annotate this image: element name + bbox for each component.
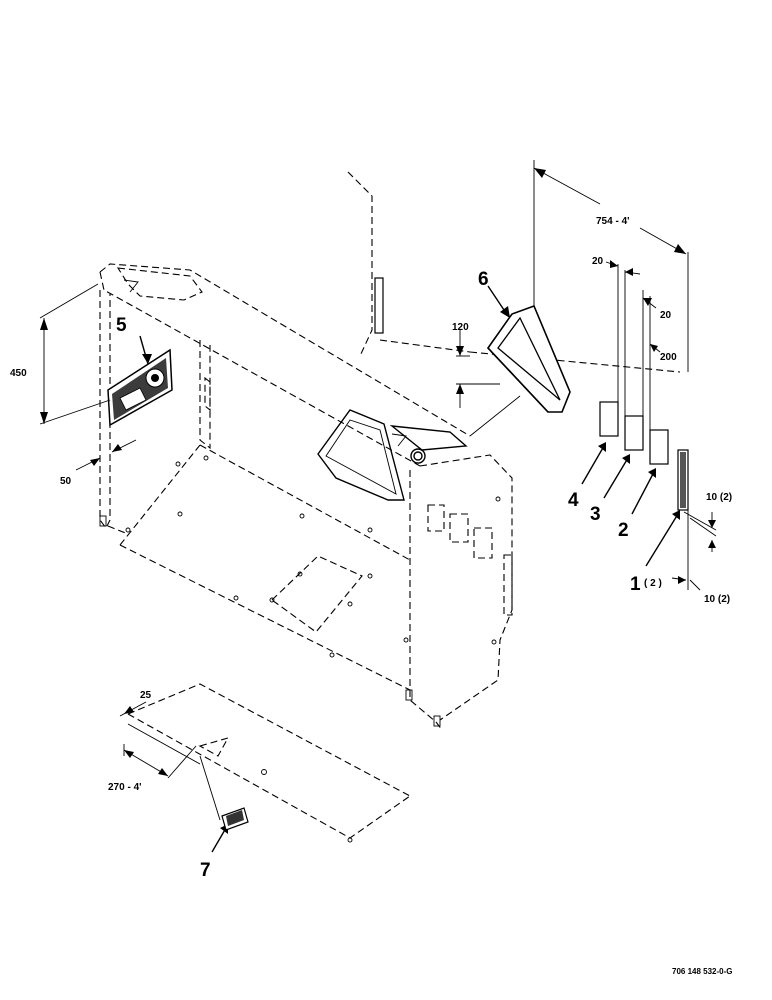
housing-smv-recess <box>317 409 405 501</box>
item-4-decal <box>599 401 619 437</box>
dim-20-lower: 20 <box>660 310 672 321</box>
dim-20-upper: 20 <box>592 256 604 267</box>
item-2-decal <box>649 429 669 465</box>
callout-2: 2 <box>618 520 629 541</box>
item-3-decal <box>624 415 644 451</box>
dim-120: 120 <box>452 322 469 333</box>
callout-labels: 5 6 4 3 2 1 ( 2 ) 7 <box>116 269 662 881</box>
dimension-labels: 754 - 4' 20 20 200 120 450 50 10 (2) 10 … <box>10 216 733 976</box>
dim-450: 450 <box>10 368 27 379</box>
dim-200: 200 <box>660 352 677 363</box>
dimension-lines-upper <box>456 160 689 437</box>
decals-1-4 <box>599 401 689 511</box>
housing-panel <box>99 263 513 731</box>
floor-panel <box>119 683 411 843</box>
dim-754: 754 - 4' <box>596 216 630 227</box>
dim-25: 25 <box>140 690 152 701</box>
dim-50: 50 <box>60 476 72 487</box>
side-slot-decal <box>374 277 384 334</box>
callout-1: 1 <box>630 574 641 595</box>
dim-10-upper: 10 (2) <box>706 492 732 503</box>
item-5-decal <box>107 348 173 427</box>
callout-6: 6 <box>478 269 489 290</box>
pivot <box>123 279 468 464</box>
dimension-lines-10 <box>671 510 717 591</box>
callout-1-qty: ( 2 ) <box>644 578 662 589</box>
callout-7: 7 <box>200 860 211 881</box>
dim-270: 270 - 4' <box>108 782 142 793</box>
dim-10-lower: 10 (2) <box>704 594 730 605</box>
callout-5: 5 <box>116 315 127 336</box>
dimension-lines-left <box>39 283 137 471</box>
callout-4: 4 <box>568 490 579 511</box>
item-6-smv-emblem <box>486 304 571 413</box>
callout-3: 3 <box>590 504 601 525</box>
leader-lines <box>139 285 680 853</box>
drawing-code: 706 148 532-0-G <box>672 967 733 976</box>
